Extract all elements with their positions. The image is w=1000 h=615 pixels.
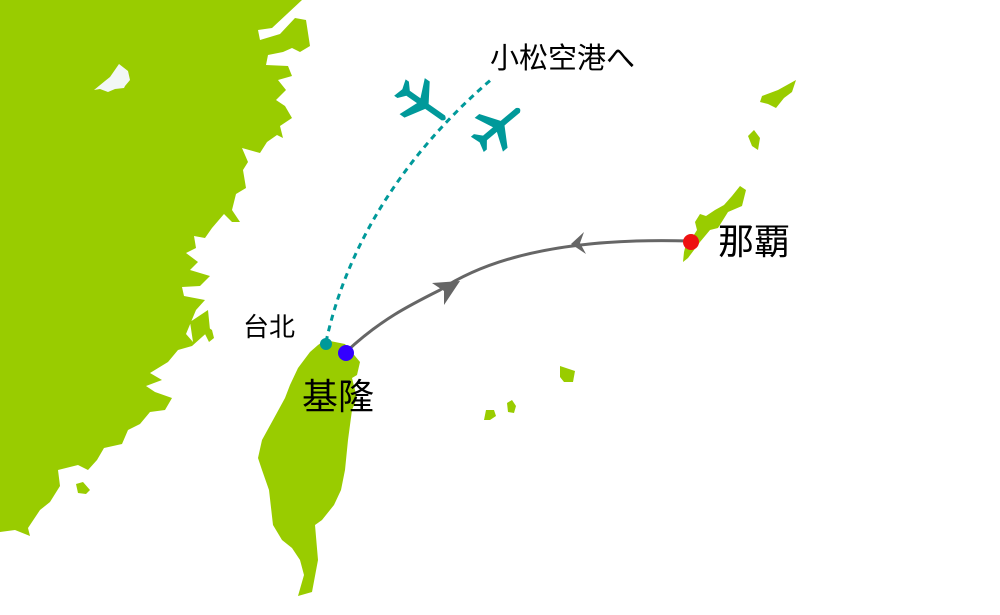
mainland-land <box>0 0 310 536</box>
taiwan-land <box>258 340 360 596</box>
island <box>507 400 516 413</box>
keelung-label: 基隆 <box>302 377 375 418</box>
island <box>748 130 760 150</box>
keelung-marker[interactable] <box>338 345 354 361</box>
flight-route <box>324 76 494 343</box>
island <box>484 410 496 420</box>
lake <box>94 64 130 92</box>
airplane-icon <box>394 78 446 121</box>
taipei-marker[interactable] <box>320 338 332 350</box>
island <box>560 366 575 382</box>
taipei-label: 台北 <box>243 313 296 343</box>
arrow-icon <box>432 281 460 305</box>
island <box>760 80 796 108</box>
arrow-icon <box>571 232 586 254</box>
naha-marker[interactable] <box>683 234 699 250</box>
islet <box>205 326 214 342</box>
airplane-icon <box>470 107 521 153</box>
islet <box>76 482 90 494</box>
naha-label: 那覇 <box>718 222 791 263</box>
komatsu-label: 小松空港へ <box>490 41 636 75</box>
sea-route <box>344 239 691 354</box>
